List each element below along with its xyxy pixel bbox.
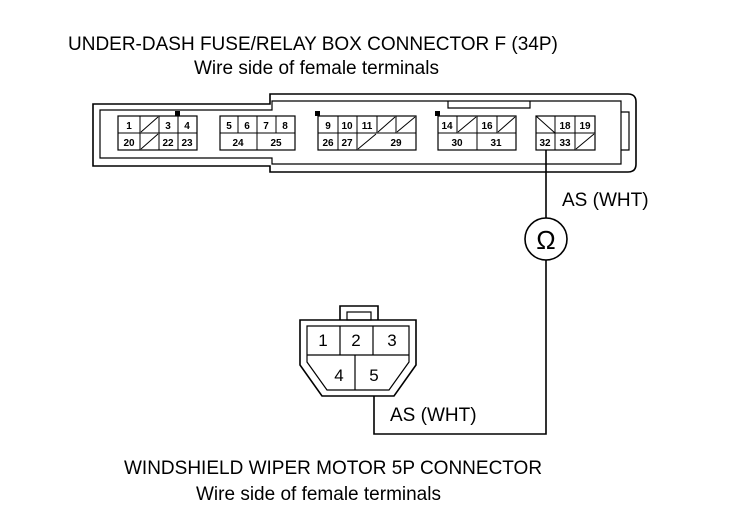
pin-label: 27 <box>341 138 353 149</box>
pin-label: 30 <box>451 138 463 149</box>
pin-label: 5 <box>369 366 378 385</box>
pin-label: 7 <box>263 121 269 132</box>
pin-label: 3 <box>387 331 396 350</box>
wire-label-upper: AS (WHT) <box>562 190 649 211</box>
pin-label: 8 <box>282 121 288 132</box>
pin-label: 25 <box>270 138 282 149</box>
pin-label: 22 <box>162 138 174 149</box>
pin-label: 1 <box>318 331 327 350</box>
pin-label: 6 <box>244 121 250 132</box>
pin-label: 10 <box>341 121 353 132</box>
ohmmeter-symbol <box>524 217 568 261</box>
pin-label: 19 <box>579 121 591 132</box>
top-connector-subtitle: Wire side of female terminals <box>194 58 439 79</box>
pin-label: 3 <box>165 121 171 132</box>
fuse-relay-box-connector: 1 3 4 5 6 7 8 9 10 11 14 16 18 19 20 22 … <box>92 93 637 173</box>
wire-lower <box>373 260 547 435</box>
pin-label: 18 <box>559 121 571 132</box>
top-connector-title: UNDER-DASH FUSE/RELAY BOX CONNECTOR F (3… <box>68 34 558 55</box>
pin-label: 33 <box>559 138 571 149</box>
pin-label: 5 <box>226 121 232 132</box>
pin-label: 26 <box>322 138 334 149</box>
pin-label: 20 <box>123 138 135 149</box>
pin-label: 9 <box>325 121 331 132</box>
wire-label-lower: AS (WHT) <box>390 405 477 426</box>
wiper-motor-connector: 1 2 3 4 5 <box>299 305 417 397</box>
pin-label: 11 <box>362 121 373 132</box>
pin-label: 31 <box>490 138 502 149</box>
pin-label: 29 <box>390 138 402 149</box>
pin-label: 16 <box>481 121 493 132</box>
pin-label: 32 <box>539 138 551 149</box>
pin-label: 23 <box>181 138 193 149</box>
pin-label: 14 <box>441 121 453 132</box>
pin-label: 24 <box>232 138 244 149</box>
pin-label: 2 <box>351 331 360 350</box>
pin-label: 4 <box>184 121 190 132</box>
bottom-connector-subtitle: Wire side of female terminals <box>196 484 441 505</box>
ohm-icon: Ω <box>536 225 555 255</box>
pin-label: 4 <box>334 366 343 385</box>
pin-label: 1 <box>126 121 132 132</box>
bottom-connector-title: WINDSHIELD WIPER MOTOR 5P CONNECTOR <box>124 458 542 479</box>
